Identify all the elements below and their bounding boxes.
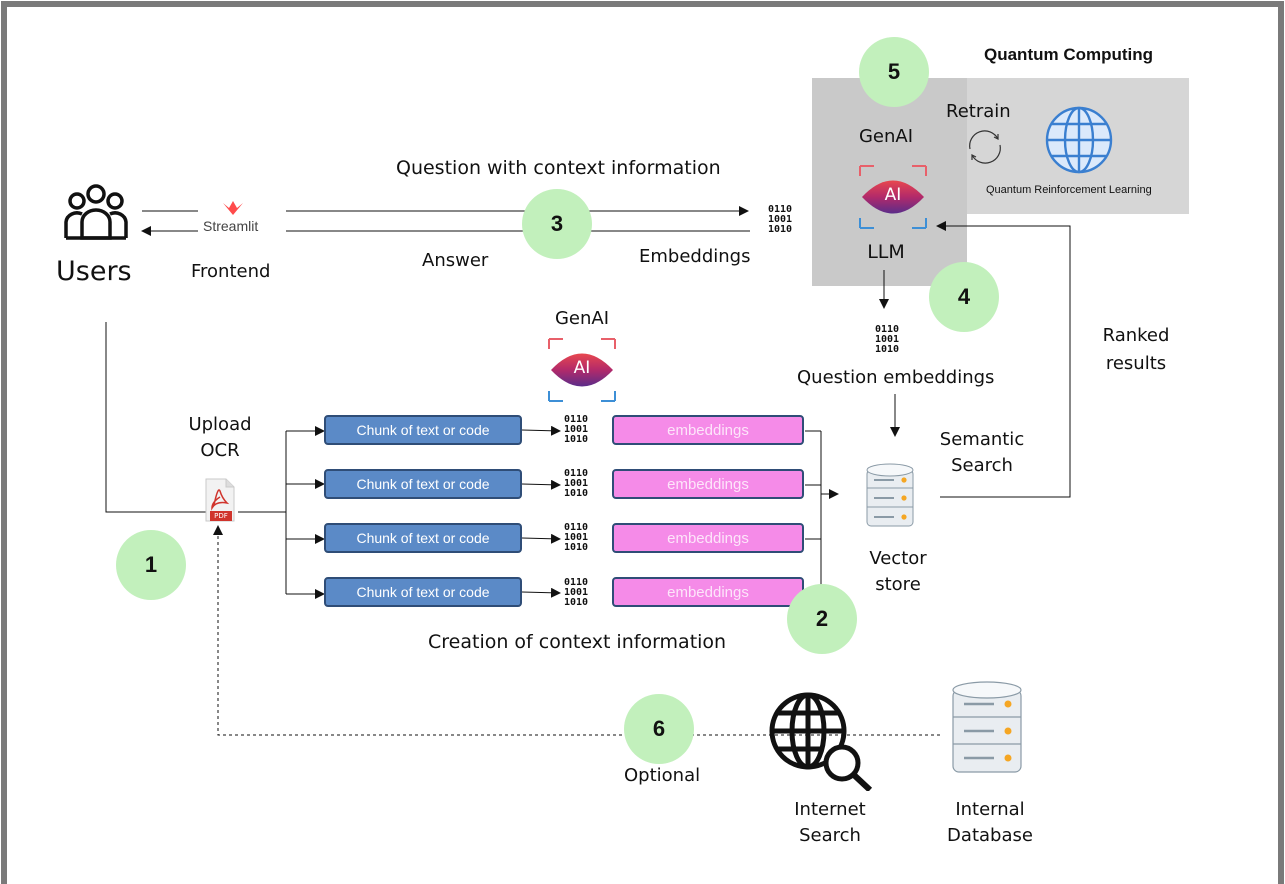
embeddings-label: Embeddings	[639, 246, 751, 267]
ai-logo-icon-top: AI	[854, 160, 932, 234]
streamlit-logo-icon	[223, 201, 243, 215]
binary-chunk: 0110 1001 1010	[564, 414, 589, 445]
vector-store-label: Vector store	[869, 548, 927, 595]
ai-logo-icon-mid: AI	[543, 333, 621, 407]
step-badge-2: 2	[787, 584, 857, 654]
chunk-box: Chunk of text or code	[324, 469, 522, 499]
ranked-results-label: Ranked results	[1102, 325, 1170, 374]
semantic-search-label: Semantic Search	[939, 429, 1025, 476]
step-badge-1: 1	[116, 530, 186, 600]
embedding-box: embeddings	[612, 469, 804, 499]
binary-chunk: 0110 1001 1010	[564, 522, 589, 553]
qrl-label: Quantum Reinforcement Learning	[986, 184, 1152, 196]
chunk-box: Chunk of text or code	[324, 577, 522, 607]
frontend-label: Frontend	[191, 261, 271, 282]
embedding-box: embeddings	[612, 523, 804, 553]
optional-label: Optional	[624, 765, 701, 786]
upload-ocr-label: Upload OCR	[188, 414, 252, 461]
step-badge-3: 3	[522, 189, 592, 259]
quantum-computing-title: Quantum Computing	[984, 45, 1154, 64]
database-icon	[866, 463, 914, 527]
globe-icon	[1045, 106, 1113, 174]
question-label: Question with context information	[396, 157, 721, 179]
users-label: Users	[56, 256, 132, 287]
creation-label: Creation of context information	[428, 631, 727, 653]
binary-question: 0110 1001 1010	[875, 324, 900, 355]
genai-top-label: GenAI	[858, 126, 914, 147]
step-badge-5: 5	[859, 37, 929, 107]
question-embeddings-label: Question embeddings	[797, 367, 995, 388]
genai-mid-label: GenAI	[554, 308, 610, 329]
retrain-label: Retrain	[946, 101, 1011, 122]
internal-database-label: Internal Database	[947, 799, 1033, 846]
llm-label: LLM	[867, 241, 905, 263]
embedding-box: embeddings	[612, 415, 804, 445]
binary-chunk: 0110 1001 1010	[564, 468, 589, 499]
binary-llm-in: 0110 1001 1010	[768, 204, 793, 235]
step-badge-6: 6	[624, 694, 694, 764]
pdf-file-text: PDF	[214, 512, 228, 520]
answer-label: Answer	[422, 250, 489, 271]
chunk-box: Chunk of text or code	[324, 415, 522, 445]
database-icon	[952, 681, 1022, 773]
globe-search-icon	[769, 692, 873, 791]
users-icon	[64, 184, 128, 240]
binary-chunk: 0110 1001 1010	[564, 577, 589, 608]
pdf-file-icon: PDF	[204, 478, 236, 522]
streamlit-brand: Streamlit	[203, 218, 259, 234]
ai-logo-text-mid: AI	[573, 358, 591, 378]
embedding-box: embeddings	[612, 577, 804, 607]
internet-search-label: Internet Search	[794, 799, 866, 846]
ai-logo-text-top: AI	[884, 185, 902, 205]
chunk-box: Chunk of text or code	[324, 523, 522, 553]
refresh-cycle-icon	[969, 130, 1001, 164]
step-badge-4: 4	[929, 262, 999, 332]
